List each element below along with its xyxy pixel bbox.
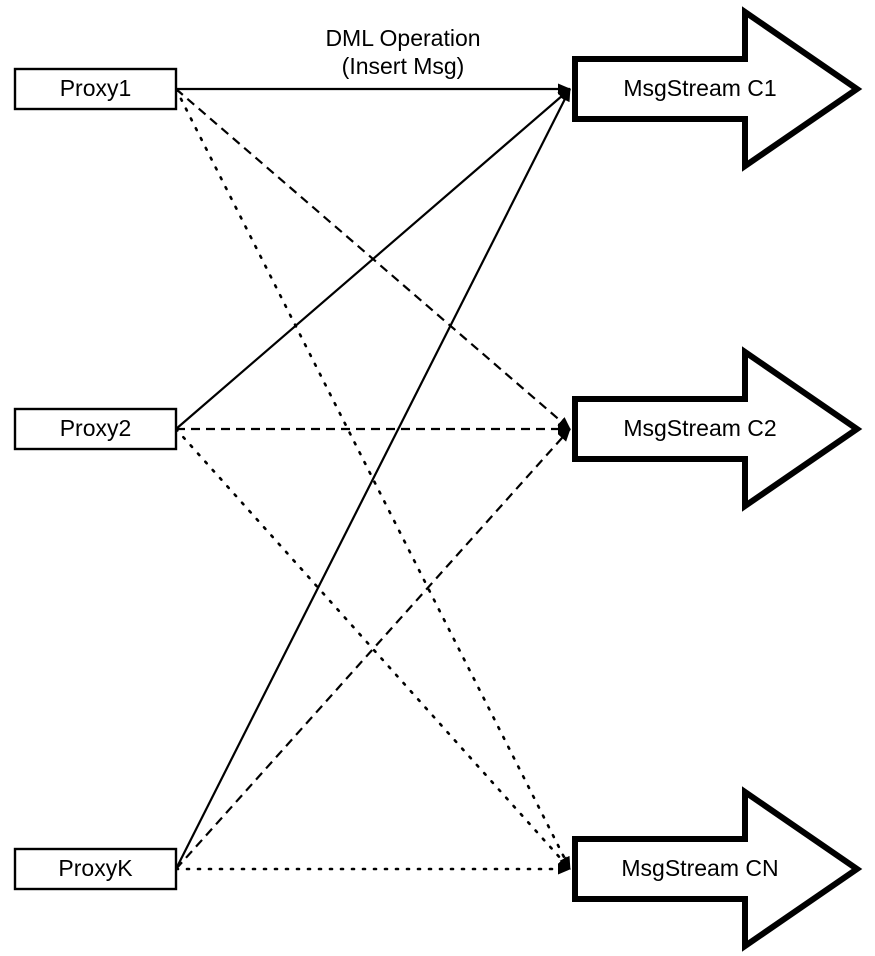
edge-proxy2-to-stream_cn <box>174 427 572 871</box>
edge-proxyk-to-stream_c1 <box>175 88 571 870</box>
proxy-box[interactable] <box>13 67 178 111</box>
proxy-label: Proxy1 <box>60 75 132 101</box>
edge-path <box>174 87 572 871</box>
block-arrow-shape[interactable] <box>572 6 863 172</box>
edge-path <box>175 88 571 870</box>
stream-label: MsgStream CN <box>621 855 778 881</box>
proxy-box[interactable] <box>13 407 178 451</box>
block-arrow-shape[interactable] <box>572 346 863 512</box>
proxy-box[interactable] <box>13 847 178 891</box>
proxy-label: Proxy2 <box>60 415 132 441</box>
edge-path <box>175 428 571 870</box>
stream-node-stream_c1[interactable]: MsgStream C1 <box>572 6 863 172</box>
dml-caption-line2: (Insert Msg) <box>342 53 465 79</box>
block-arrow-shape[interactable] <box>572 786 863 952</box>
edge-proxy1-to-stream_cn <box>174 87 572 871</box>
proxy-node-proxyk[interactable]: ProxyK <box>13 847 178 891</box>
proxy-node-proxy1[interactable]: Proxy1 <box>13 67 178 111</box>
proxy-label: ProxyK <box>58 855 133 881</box>
edges-layer <box>174 83 572 875</box>
edge-path <box>174 427 572 871</box>
edge-proxy2-to-stream_c1 <box>175 88 571 430</box>
annotations-layer: DML Operation(Insert Msg) <box>325 25 480 79</box>
stream-node-stream_c2[interactable]: MsgStream C2 <box>572 346 863 512</box>
edge-proxyk-to-stream_c2 <box>175 428 571 870</box>
edge-path <box>175 88 571 430</box>
stream-node-stream_cn[interactable]: MsgStream CN <box>572 786 863 952</box>
proxy-node-proxy2[interactable]: Proxy2 <box>13 407 178 451</box>
stream-label: MsgStream C1 <box>623 75 776 101</box>
dml-caption-line1: DML Operation <box>325 25 480 51</box>
stream-nodes-layer: MsgStream C1 MsgStream C2 MsgStream CN <box>572 6 863 952</box>
stream-label: MsgStream C2 <box>623 415 776 441</box>
